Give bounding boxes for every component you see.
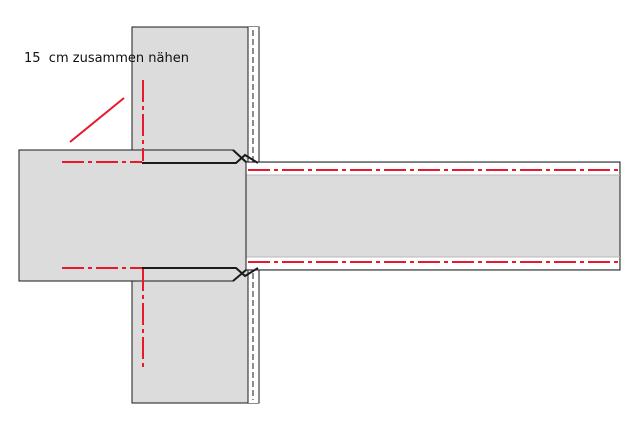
sewing-annotation-label: 15 cm zusammen nähen	[24, 51, 189, 66]
bottom-fold-edge	[142, 267, 259, 278]
top-fold-edge	[142, 153, 259, 164]
left-fabric-piece	[18, 149, 247, 282]
annotation-pointer-line	[69, 97, 125, 143]
bottom-fold-bevel	[232, 269, 247, 282]
top-fold-bevel	[232, 149, 247, 163]
horizontal-fabric-strip	[245, 161, 621, 271]
